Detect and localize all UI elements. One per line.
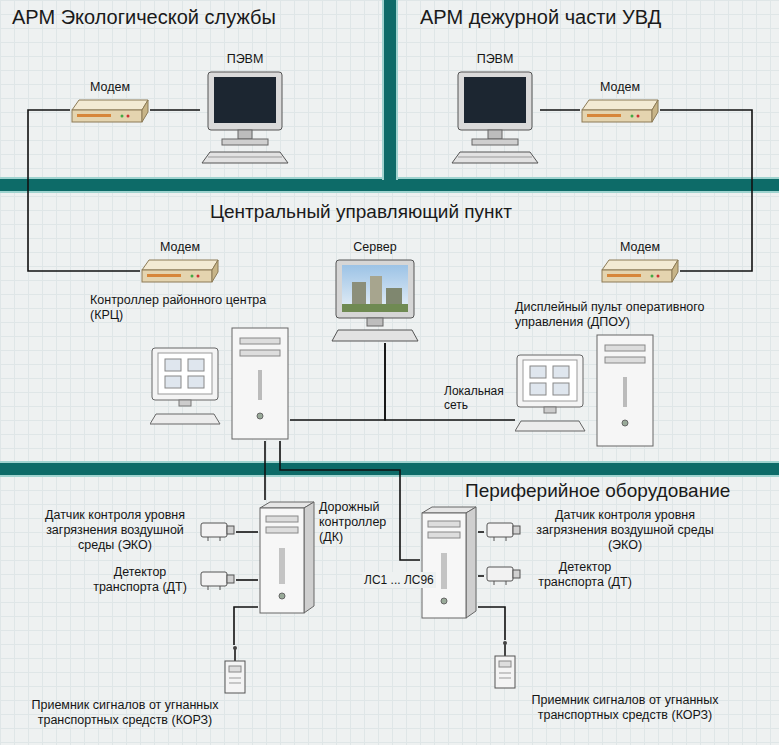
modem-icon — [600, 258, 680, 286]
device-label: Модем — [160, 240, 200, 255]
road-controller: Дорожный контроллер (ДК) — [258, 500, 385, 615]
road-controller — [420, 505, 478, 620]
connector-line — [478, 575, 484, 577]
line-label: ЛС1 ... ЛС96 — [362, 572, 436, 588]
section-panel: АРМ Экологической службыМодем ПЭВМ — [0, 0, 382, 177]
modem-icon — [140, 258, 220, 286]
pc-icon — [450, 70, 540, 165]
network-label: Локальная сеть — [444, 384, 516, 413]
connector-line — [234, 607, 258, 645]
modem: Модем — [580, 80, 660, 126]
modem: Модем — [140, 240, 220, 286]
connector-line — [28, 110, 140, 271]
connector-line — [660, 110, 752, 271]
modem-icon — [580, 98, 660, 126]
modem-icon — [70, 98, 150, 126]
section-panel: АРМ дежурной части УВД ПЭВМ Модем — [398, 0, 779, 177]
vehicle-detector: Детектор транспорта (ДТ) — [85, 565, 236, 595]
device-label: Контроллер районного центра (КРЦ) — [90, 293, 290, 323]
connector-line — [290, 343, 385, 420]
sensor-icon — [484, 520, 522, 542]
pc-workstation: ПЭВМ — [450, 52, 540, 165]
vehicle-detector: Детектор транспорта (ДТ) — [484, 560, 645, 590]
device-label: Дорожный контроллер (ДК) — [319, 500, 385, 545]
sensor-icon — [198, 520, 236, 542]
device-label: Приемник сигналов от угнанных транспортн… — [0, 698, 250, 728]
device-label: Детектор транспорта (ДТ) — [525, 560, 645, 590]
section-title: АРМ Экологической службы — [12, 6, 276, 29]
connector-line — [540, 109, 580, 111]
air-sensor: Датчик контроля уровня загрязнения возду… — [35, 508, 236, 553]
device-label: Приемник сигналов от угнанных транспортн… — [490, 693, 760, 723]
section-panel: Центральный управляющий пунктМодем Сервер… — [0, 193, 779, 461]
sensor-icon — [484, 564, 522, 586]
server-icon — [330, 258, 420, 343]
device-label: ПЭВМ — [477, 52, 514, 67]
connector-line — [236, 531, 258, 533]
connector-line — [385, 343, 515, 420]
dispatch-console: Дисплейный пульт оперативного управления… — [515, 300, 725, 448]
section-panel: Периферийное оборудованиеДатчик контроля… — [0, 477, 779, 745]
connector-line — [150, 109, 200, 111]
district-controller: Контроллер районного центра (КРЦ) — [90, 293, 290, 441]
device-label: Модем — [90, 80, 130, 95]
connector-line — [264, 441, 266, 500]
device-label: Датчик контроля уровня загрязнения возду… — [525, 508, 725, 553]
section-title: Периферийное оборудование — [465, 480, 730, 502]
device-label: Дисплейный пульт оперативного управления… — [515, 300, 725, 330]
device-label: Детектор транспорта (ДТ) — [85, 565, 195, 595]
device-label: ПЭВМ — [227, 52, 264, 67]
device-label: Сервер — [353, 240, 396, 255]
connector-line — [478, 607, 505, 640]
device-label: Модем — [600, 80, 640, 95]
connector-line — [478, 531, 484, 533]
section-title: Центральный управляющий пункт — [210, 201, 512, 223]
pc-icon — [200, 70, 290, 165]
band — [0, 0, 779, 477]
stolen-vehicle-receiver: Приемник сигналов от угнанных транспортн… — [0, 645, 250, 728]
device-label: Модем — [620, 240, 660, 255]
korz-icon — [490, 640, 520, 690]
pc-workstation: ПЭВМ — [200, 52, 290, 165]
air-sensor: Датчик контроля уровня загрязнения возду… — [484, 508, 725, 553]
section-title: АРМ дежурной части УВД — [420, 6, 661, 29]
sensor-icon — [198, 569, 236, 591]
stolen-vehicle-receiver: Приемник сигналов от угнанных транспортн… — [490, 640, 760, 723]
device-label: Датчик контроля уровня загрязнения возду… — [35, 508, 195, 553]
modem: Модем — [70, 80, 150, 126]
connector-line — [236, 579, 258, 581]
modem: Модем — [600, 240, 680, 286]
tower-icon — [258, 500, 316, 615]
ws-icon — [150, 326, 290, 441]
tower-icon — [420, 505, 478, 620]
ws-icon — [515, 333, 655, 448]
korz-icon — [220, 645, 250, 695]
server: Сервер — [330, 240, 420, 343]
